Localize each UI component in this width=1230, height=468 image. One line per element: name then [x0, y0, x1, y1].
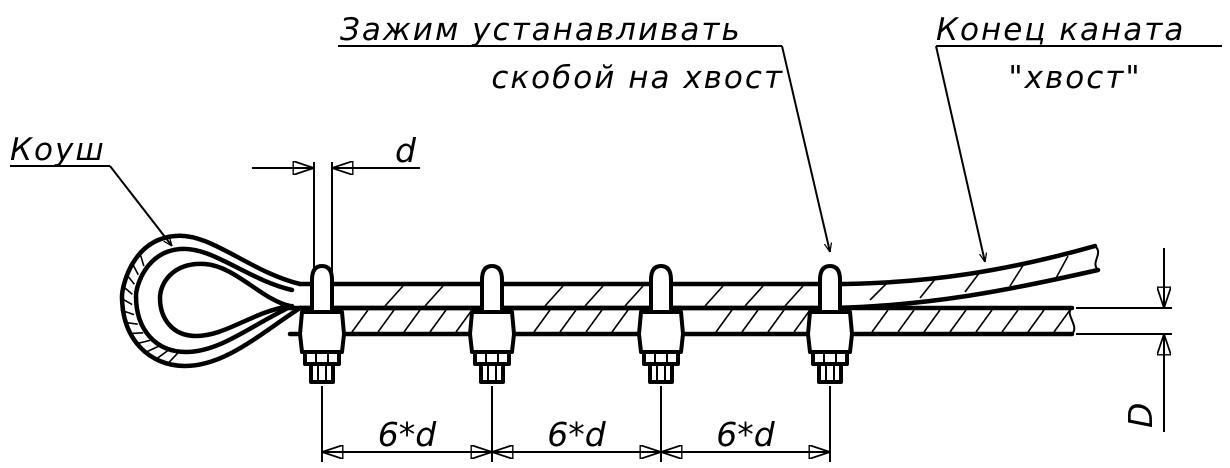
spacing-label: 6*d	[378, 415, 437, 454]
clip-instruction-line1: Зажим устанавливать	[340, 12, 742, 48]
u-bolt	[649, 264, 673, 318]
hatch-line	[121, 284, 133, 295]
hatch-line	[403, 309, 421, 333]
bolt-thread	[309, 362, 335, 384]
hatch-line	[871, 309, 889, 333]
hatch-line	[793, 309, 811, 333]
spacing-label: 6*d	[547, 415, 606, 454]
rope-diameter-label: d	[395, 131, 417, 170]
hatch-line	[715, 309, 733, 333]
wire-rope-clip	[468, 264, 516, 462]
u-bolt	[818, 264, 842, 318]
hatch-line	[949, 309, 967, 333]
hatch-line	[123, 321, 138, 325]
saddle	[806, 310, 854, 354]
wire-rope-clip	[298, 264, 346, 462]
hatch-line	[923, 309, 941, 333]
hatch-line	[377, 309, 395, 333]
hatch-line	[964, 271, 981, 293]
hatch-line	[559, 309, 577, 333]
hatch-line	[585, 309, 603, 333]
hatch-line	[120, 309, 135, 316]
hatch-line	[744, 285, 764, 307]
hatch-line	[1027, 309, 1045, 333]
clip-instruction-leader	[338, 45, 830, 252]
hatch-line	[129, 332, 144, 335]
hatch-line	[424, 285, 444, 307]
hatch-line	[533, 309, 551, 333]
hatch-line	[125, 272, 135, 285]
hatch-line	[131, 262, 139, 276]
saddle	[468, 310, 516, 354]
saddle	[298, 310, 346, 354]
hatch-line	[611, 309, 629, 333]
hatch-line	[741, 309, 759, 333]
hatch-line	[1054, 255, 1069, 281]
hatch-line	[455, 309, 473, 333]
rope-hatching	[119, 252, 1071, 365]
rope-end-leader	[935, 45, 1222, 262]
spacing-label: 6*d	[716, 415, 775, 454]
hatch-line	[869, 281, 889, 301]
hatch-line	[767, 309, 785, 333]
hatch-line	[139, 252, 145, 267]
rope-end-line2: "хвост"	[1008, 60, 1141, 96]
hatch-line	[704, 285, 724, 307]
hatch-line	[1009, 263, 1025, 287]
saddle	[637, 310, 685, 354]
hatch-line	[624, 285, 644, 307]
hatch-line	[155, 350, 169, 360]
bolt-thread	[648, 362, 674, 384]
bolt-thread	[817, 362, 843, 384]
hatch-line	[384, 285, 404, 307]
clip-spacing-dimensions: 6*d 6*d 6*d	[322, 415, 830, 454]
clip-instruction-line2: скобой на хвост	[491, 60, 784, 96]
hatch-line	[784, 285, 804, 307]
wire-rope-clip	[806, 264, 854, 462]
tail-rope	[297, 243, 1101, 311]
u-bolt	[310, 264, 334, 318]
thimble	[119, 233, 303, 369]
rope-diameter-dimension	[252, 162, 420, 272]
hatch-line	[351, 309, 369, 333]
hatch-line	[119, 296, 133, 306]
clips	[298, 264, 854, 462]
hatch-line	[429, 309, 447, 333]
hatch-line	[1001, 309, 1019, 333]
bolt-thread	[479, 362, 505, 384]
thimble-label: Коуш	[10, 132, 106, 168]
wire-rope-clip	[637, 264, 685, 462]
hatch-line	[136, 339, 151, 345]
rope-end-line1: Конец каната	[936, 12, 1185, 48]
cable-diameter-dimension	[1076, 248, 1172, 432]
hatch-line	[1053, 309, 1071, 333]
thimble-leader	[10, 165, 172, 246]
hatch-line	[145, 345, 159, 353]
hatch-line	[975, 309, 993, 333]
hatch-line	[897, 309, 915, 333]
hatch-line	[919, 277, 937, 299]
cable-diameter-label: D	[1121, 403, 1160, 428]
u-bolt	[480, 264, 504, 318]
hatch-line	[167, 352, 179, 365]
hatch-line	[584, 285, 604, 307]
hatch-line	[544, 285, 564, 307]
